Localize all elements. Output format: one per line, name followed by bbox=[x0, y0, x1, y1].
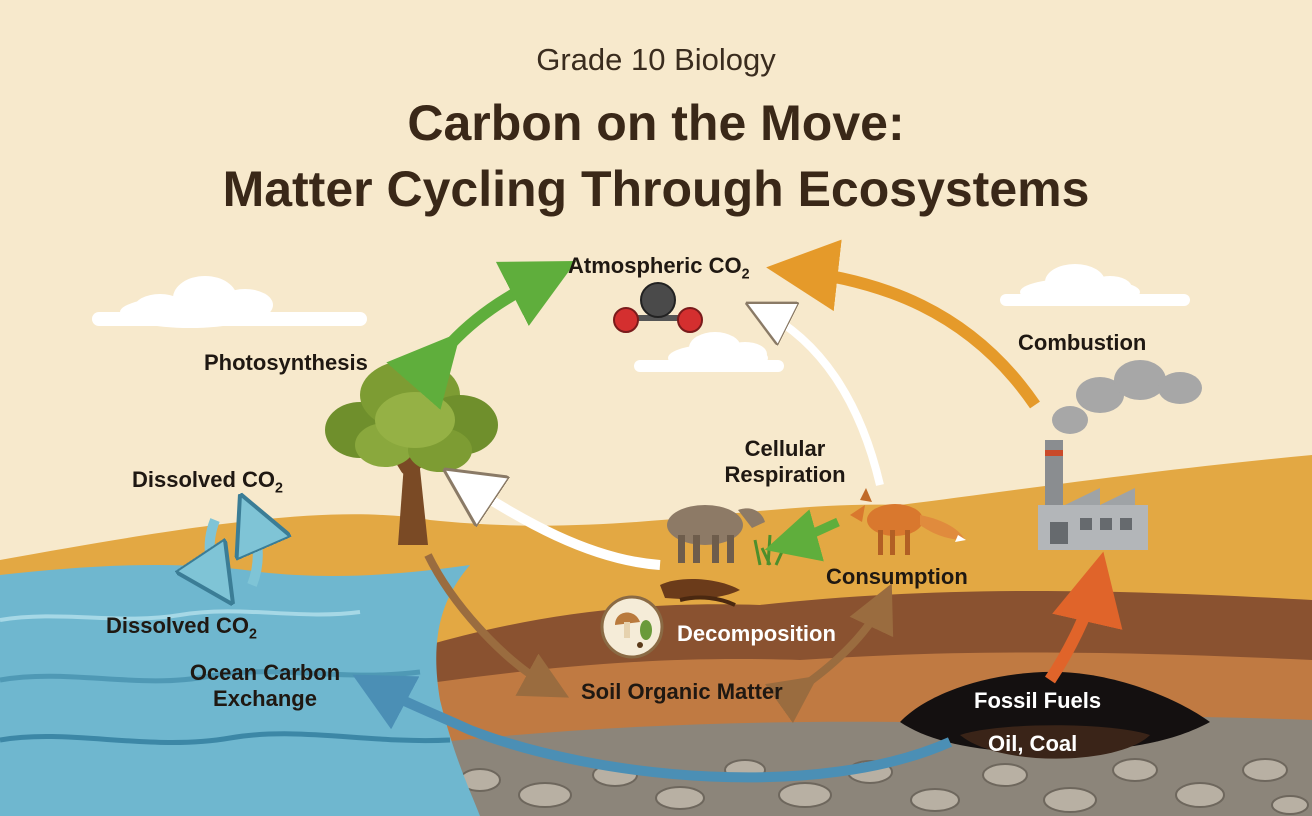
fox-icon bbox=[850, 488, 966, 555]
decomposer-fungi-icon bbox=[600, 595, 664, 659]
dead-log-icon bbox=[660, 578, 740, 607]
respiration-arrow-to-atmosphere bbox=[760, 310, 884, 486]
cloud-middle bbox=[634, 332, 784, 372]
combustion-arrow bbox=[766, 239, 1040, 409]
dissolved-arrow-up bbox=[248, 512, 258, 587]
photosynthesis-label: Photosynthesis bbox=[204, 350, 368, 375]
co2-molecule-icon bbox=[613, 282, 703, 333]
decomposition-label: Decomposition bbox=[677, 621, 836, 646]
respiration-arrow-to-tree bbox=[460, 480, 661, 570]
fossil-to-factory-arrow bbox=[1045, 551, 1123, 684]
oil-coal-label: Oil, Coal bbox=[988, 731, 1078, 756]
ocean-wave-1 bbox=[0, 609, 361, 622]
soil-consumption-exchange-arrow bbox=[765, 583, 894, 724]
diagram-title-line-2: Matter Cycling Through Ecosystems bbox=[222, 161, 1090, 217]
diagram-subtitle: Grade 10 Biology bbox=[536, 42, 776, 77]
soil-organic-matter-label: Soil Organic Matter bbox=[581, 679, 783, 704]
photosynthesis-arrow bbox=[386, 261, 577, 410]
combustion-label: Combustion bbox=[1018, 330, 1147, 355]
ocean-exchange-arrow bbox=[352, 674, 953, 783]
consumption-label: Consumption bbox=[826, 564, 968, 589]
atmospheric-co2-label: Atmospheric CO2 bbox=[568, 253, 750, 283]
dissolved-arrow-down bbox=[210, 518, 222, 588]
ocean-wave-3 bbox=[0, 731, 451, 746]
diagram-title-line-1: Carbon on the Move: bbox=[407, 95, 905, 151]
dissolved-co2-bottom-label: Dissolved CO2 bbox=[106, 613, 257, 643]
smoke-icon bbox=[1052, 360, 1202, 434]
cellular-respiration-label: Cellular Respiration bbox=[724, 436, 846, 487]
dissolved-co2-top-label: Dissolved CO2 bbox=[132, 467, 283, 497]
cloud-right bbox=[1000, 264, 1190, 306]
factory-icon bbox=[1038, 440, 1148, 550]
ocean bbox=[0, 564, 480, 816]
consumption-arrow bbox=[764, 509, 840, 562]
ocean-wave-2 bbox=[0, 669, 421, 684]
herbivore-animal-icon bbox=[667, 505, 765, 563]
cloud-left bbox=[92, 276, 367, 328]
oil-pool bbox=[960, 725, 1150, 759]
fossil-fuels-label: Fossil Fuels bbox=[974, 688, 1102, 713]
ocean-carbon-exchange-label: Ocean Carbon Exchange bbox=[189, 660, 341, 711]
tree-to-soil-arrow bbox=[424, 553, 570, 698]
